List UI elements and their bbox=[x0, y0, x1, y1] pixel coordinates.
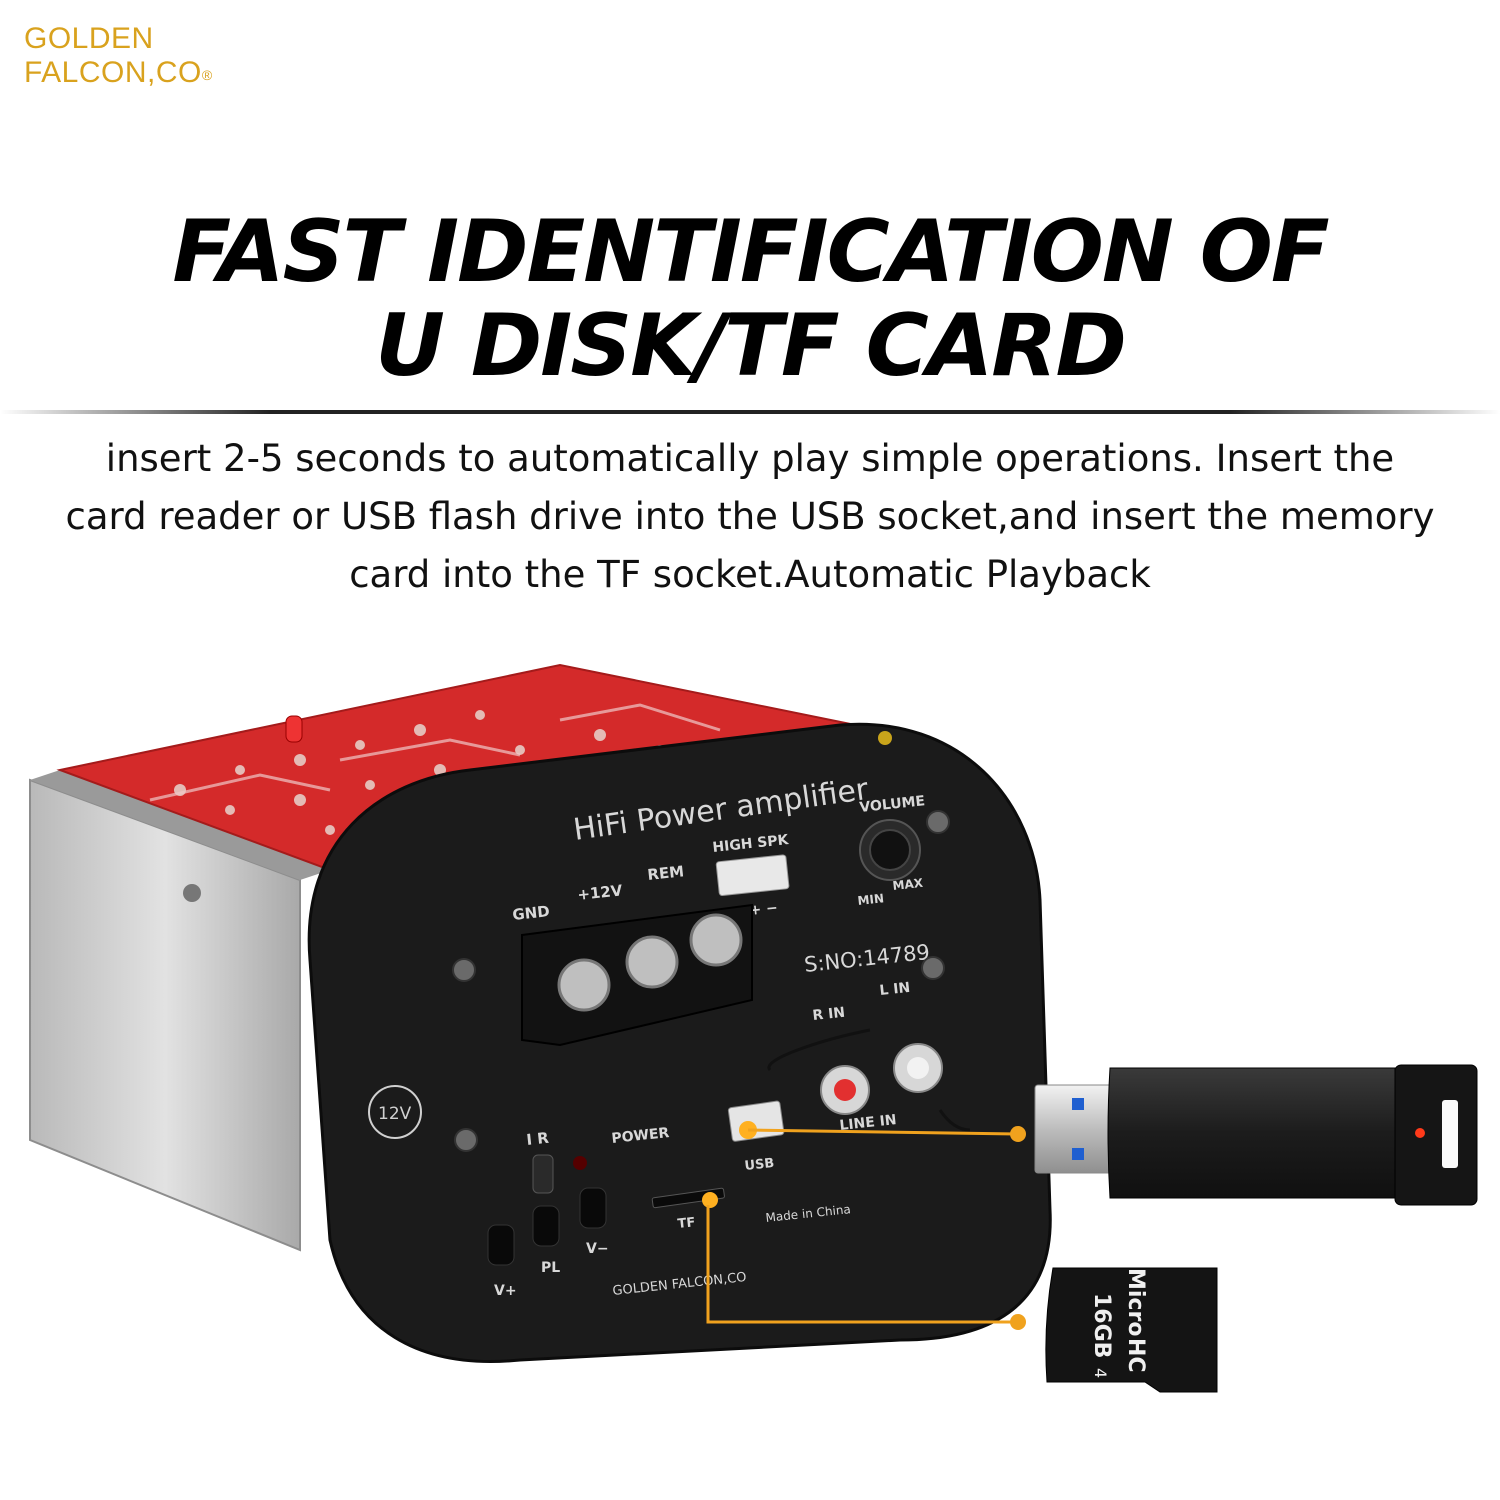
sd-class-label: 4 bbox=[1091, 1368, 1110, 1378]
usb-socket[interactable] bbox=[727, 1100, 785, 1142]
pl-label: PL bbox=[541, 1260, 560, 1276]
plus12v-label: +12V bbox=[577, 881, 624, 904]
usb-plug-contact-icon bbox=[1072, 1098, 1084, 1110]
usb-flash-drive bbox=[1034, 1064, 1478, 1206]
ir-label: I R bbox=[526, 1129, 551, 1149]
volume-label: VOLUME bbox=[859, 793, 926, 816]
12v-badge bbox=[368, 1085, 422, 1139]
rem-terminal-screw-icon[interactable] bbox=[689, 913, 743, 967]
amplifier-panel bbox=[307, 722, 1052, 1363]
heatsink-body bbox=[29, 770, 330, 1252]
callout-lines bbox=[706, 1128, 1019, 1324]
rem-label: REM bbox=[647, 862, 685, 884]
micro-sd-card: Micro HC 16GB 4 bbox=[1045, 1267, 1218, 1393]
prev-vol-up-button[interactable] bbox=[487, 1224, 515, 1266]
registered-mark: ® bbox=[201, 67, 213, 83]
power-label: POWER bbox=[611, 1125, 671, 1147]
headline-line-2: U DISK/TF CARD bbox=[375, 296, 1127, 396]
usb-label: USB bbox=[744, 1156, 775, 1174]
usb-plug-contact-icon bbox=[1072, 1148, 1084, 1160]
ir-receiver bbox=[532, 1154, 554, 1194]
high-spk-connector[interactable] bbox=[715, 854, 790, 897]
12v-badge-label: 12V bbox=[378, 1104, 412, 1124]
v-plus-label: V+ bbox=[494, 1283, 517, 1299]
screw-icon bbox=[926, 810, 950, 834]
r-in-jack-core-icon bbox=[834, 1079, 856, 1101]
tf-label: TF bbox=[677, 1215, 696, 1232]
play-pause-button[interactable] bbox=[532, 1205, 560, 1247]
headline: FAST IDENTIFICATION OF U DISK/TF CARD bbox=[0, 205, 1500, 393]
gnd-label: GND bbox=[512, 902, 551, 924]
description-text: insert 2-5 seconds to automatically play… bbox=[65, 437, 1435, 596]
spk-polarity-label: + − bbox=[749, 900, 779, 919]
volume-max-label: MAX bbox=[892, 876, 925, 893]
capacitor-icon bbox=[285, 715, 303, 743]
volume-min-label: MIN bbox=[857, 891, 885, 908]
volume-knob[interactable] bbox=[859, 819, 921, 881]
plus12v-terminal-screw-icon[interactable] bbox=[625, 935, 679, 989]
line-in-label: LINE IN bbox=[839, 1112, 898, 1134]
brand-logo: GOLDEN FALCON,CO® bbox=[24, 22, 213, 90]
power-terminal-block[interactable] bbox=[521, 903, 753, 1047]
tf-callout-dot-icon bbox=[1010, 1314, 1026, 1330]
headline-line-1: FAST IDENTIFICATION OF bbox=[172, 202, 1329, 302]
v-minus-label: V− bbox=[586, 1241, 609, 1257]
power-led-icon bbox=[573, 1156, 587, 1170]
gnd-terminal-screw-icon[interactable] bbox=[557, 958, 611, 1012]
screw-icon bbox=[452, 958, 476, 982]
l-in-jack-core-icon bbox=[907, 1057, 929, 1079]
screw-icon bbox=[183, 884, 201, 902]
brand-line-2: FALCON,CO bbox=[24, 56, 202, 89]
brand-line-1: GOLDEN bbox=[24, 22, 154, 55]
screw-icon bbox=[454, 1128, 478, 1152]
indicator-led-icon bbox=[878, 731, 892, 745]
l-in-label: L IN bbox=[879, 980, 911, 999]
next-vol-down-button[interactable] bbox=[579, 1187, 607, 1229]
usb-drive-led-icon bbox=[1415, 1128, 1425, 1138]
sd-brand-label: Micro bbox=[1123, 1268, 1148, 1336]
screw-icon bbox=[921, 956, 945, 980]
r-in-label: R IN bbox=[812, 1005, 846, 1024]
sd-type-label: HC bbox=[1123, 1338, 1148, 1373]
rca-inputs[interactable] bbox=[767, 1028, 971, 1132]
sd-capacity-label: 16GB bbox=[1089, 1293, 1114, 1358]
divider bbox=[0, 410, 1500, 414]
tf-highlight-icon bbox=[702, 1192, 718, 1208]
usb-callout-dot-icon bbox=[1010, 1126, 1026, 1142]
